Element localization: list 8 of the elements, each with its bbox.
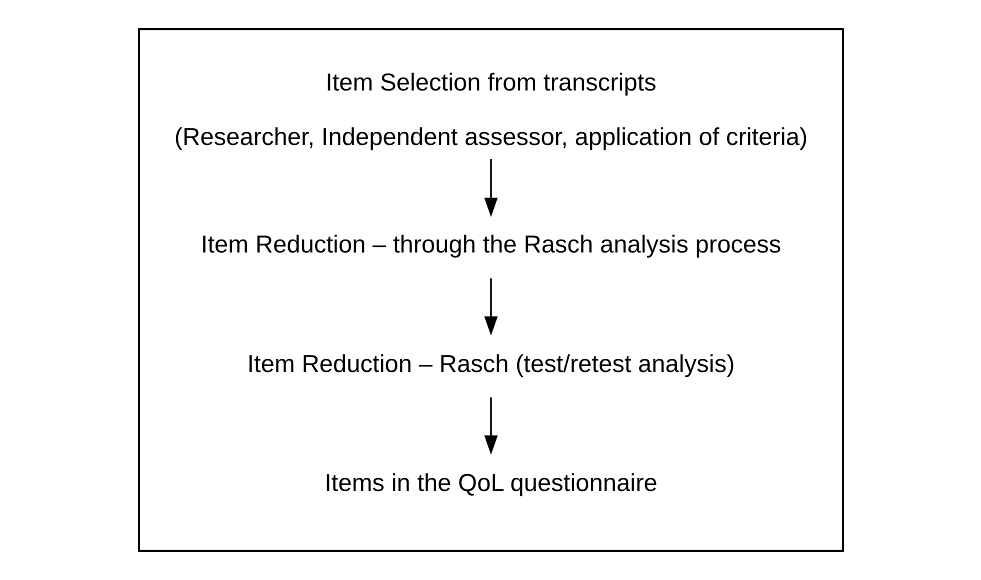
- arrow: [484, 278, 498, 336]
- node-text: Item Selection from transcripts (Researcher, Independent assessor, application of criteria): [174, 70, 808, 152]
- node-text: Items in the QoL questionnaire: [324, 470, 657, 497]
- node-text: Item Reduction – through the Rasch analysis process: [200, 232, 781, 259]
- arrow: [484, 159, 498, 218]
- arrow: [484, 397, 498, 455]
- node-text: Item Reduction – Rasch (test/retest analysis): [246, 350, 734, 378]
- cluster: [137, 28, 844, 552]
